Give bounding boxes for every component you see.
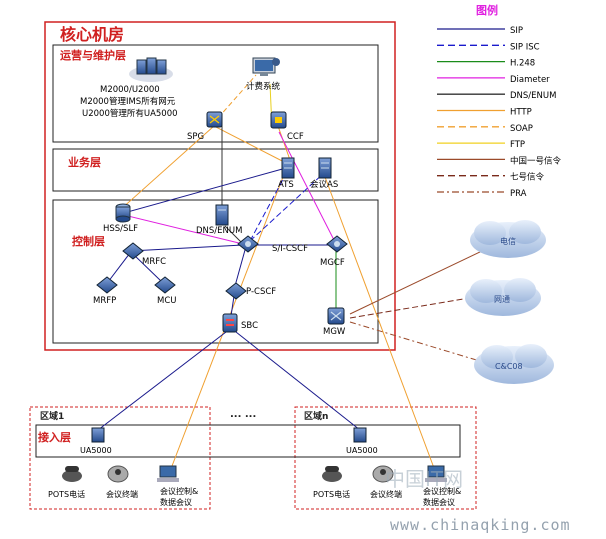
- telecom-cloud-label: 电信: [500, 236, 516, 246]
- control-layer-box: [52, 199, 379, 344]
- ats-label: ATS: [278, 180, 294, 190]
- conf-ctrl-regionn-line1: 会议控制&: [423, 486, 461, 496]
- conf-ctrl-region1-line2: 数据会议: [160, 497, 192, 507]
- mgw-label: MGW: [323, 327, 346, 337]
- mcu-node-icon: [154, 276, 176, 294]
- ua5000-regionn-label: UA5000: [346, 446, 378, 455]
- scscf-label: S/I-CSCF: [272, 244, 308, 254]
- legend-label-7: FTP: [510, 140, 525, 150]
- legend-label-8: 中国一号信令: [510, 155, 562, 166]
- pots-region1-label: POTS电话: [48, 489, 85, 499]
- conf-as-label: 会议AS: [310, 179, 338, 190]
- regions-ellipsis: ... ...: [230, 409, 256, 420]
- spg-node-icon: [206, 111, 223, 128]
- legend-label-0: SIP: [510, 26, 523, 36]
- conf-terminal-icon: [107, 465, 129, 483]
- cc08-cloud-icon: [474, 344, 554, 384]
- ua5000-regionn-icon: [353, 427, 367, 443]
- watermark-cn: 中国IT网: [385, 467, 463, 491]
- legend-label-2: H.248: [510, 59, 535, 69]
- mrfp-label: MRFP: [93, 296, 116, 306]
- legend-title: 图例: [476, 3, 498, 17]
- scscf-node-icon: [237, 235, 259, 253]
- legend-label-10: PRA: [510, 189, 527, 199]
- conf-ctrl-regionn-line2: 数据会议: [423, 497, 455, 507]
- conf-as-server-icon: [318, 157, 332, 179]
- mrfp-node-icon: [96, 276, 118, 294]
- regionn-frame: [294, 406, 477, 510]
- core-room-frame: [44, 21, 396, 351]
- pots-phone-regionn-icon: [322, 466, 342, 482]
- regionn-label: 区域n: [304, 410, 328, 422]
- pcscf-label: P-CSCF: [246, 287, 276, 297]
- service-layer-box: [52, 148, 379, 192]
- region1-label: 区域1: [40, 410, 64, 422]
- conf-control-pc-icon: [157, 465, 179, 482]
- watermark-url: www.chinaqking.com: [390, 516, 571, 534]
- legend-label-4: DNS/ENUM: [510, 91, 556, 101]
- m2000-server-icon: [129, 57, 173, 82]
- ops-layer-box: [52, 44, 379, 143]
- mrfc-label: MRFC: [142, 257, 166, 267]
- legend-label-3: Diameter: [510, 75, 550, 85]
- dns-label: DNS/ENUM: [196, 226, 242, 236]
- pots-regionn-label: POTS电话: [313, 489, 350, 499]
- legend-label-1: SIP ISC: [510, 42, 540, 52]
- service-layer-label: 业务层: [68, 155, 101, 169]
- mgmt-line3: U2000管理所有UA5000: [82, 108, 178, 119]
- mrfc-node-icon: [122, 242, 144, 260]
- billing-computer-icon: [252, 57, 280, 76]
- dns-server-icon: [215, 204, 229, 226]
- mgw-node-icon: [327, 307, 345, 325]
- conf-terminal-regionn-icon: [372, 465, 394, 483]
- conf-term-regionn-label: 会议终端: [370, 489, 402, 499]
- hss-database-icon: [115, 203, 131, 223]
- ops-layer-label: 运营与维护层: [60, 48, 126, 62]
- conf-ctrl-region1-line1: 会议控制&: [160, 486, 198, 496]
- access-layer-label: 接入层: [38, 430, 71, 444]
- mgmt-line2: M2000管理IMS所有网元: [80, 96, 176, 107]
- core-room-title: 核心机房: [60, 25, 124, 44]
- ccf-node-icon: [270, 111, 287, 129]
- hss-label: HSS/SLF: [103, 224, 138, 234]
- pcscf-node-icon: [225, 282, 247, 300]
- spg-label: SPG: [187, 132, 204, 142]
- mgcf-node-icon: [326, 235, 348, 253]
- ats-server-icon: [281, 157, 295, 179]
- control-layer-label: 控制层: [72, 234, 105, 248]
- mgmt-line1: M2000/U2000: [100, 85, 160, 95]
- legend-label-5: HTTP: [510, 108, 532, 118]
- telecom-cloud-icon: [470, 220, 546, 258]
- legend-label-9: 七号信令: [510, 172, 545, 183]
- sbc-node-icon: [222, 313, 238, 333]
- access-layer-box: [35, 424, 461, 458]
- netcom-cloud-label: 网通: [494, 294, 510, 304]
- legend-label-6: SOAP: [510, 124, 533, 134]
- mcu-label: MCU: [157, 296, 177, 306]
- ua5000-region1-label: UA5000: [80, 446, 112, 455]
- sbc-label: SBC: [241, 321, 258, 331]
- netcom-cloud-icon: [465, 278, 541, 316]
- billing-label: 计费系统: [246, 81, 281, 92]
- pots-phone-icon: [62, 466, 82, 482]
- region1-frame: [29, 406, 211, 510]
- ccf-label: CCF: [287, 132, 304, 142]
- ua5000-region1-icon: [91, 427, 105, 443]
- conf-term-region1-label: 会议终端: [106, 489, 138, 499]
- conf-control-pc-regionn-icon: [425, 465, 447, 482]
- mgcf-label: MGCF: [320, 258, 345, 268]
- cc08-cloud-label: C&C08: [495, 362, 523, 371]
